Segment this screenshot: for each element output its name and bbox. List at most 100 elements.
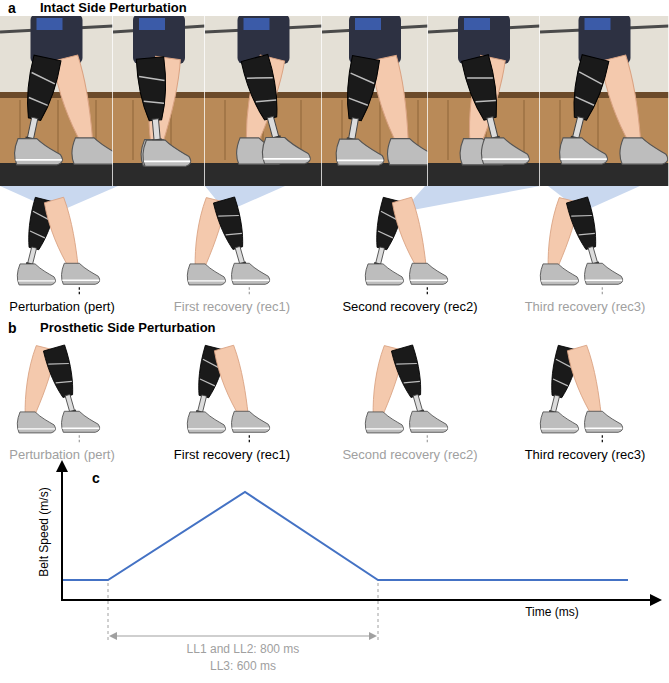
prosthetic-socket xyxy=(136,57,169,122)
shoe xyxy=(187,264,225,285)
intact-leg xyxy=(387,193,454,295)
axis-label: Belt Speed (m/s) xyxy=(38,487,52,576)
shoe xyxy=(17,412,55,433)
prosthetic-leg xyxy=(209,193,276,295)
photo-frame xyxy=(205,16,322,186)
socket-strap xyxy=(247,72,279,106)
shoe-body xyxy=(585,411,623,432)
panel-letter: c xyxy=(92,470,100,486)
shoe-sole xyxy=(366,428,403,429)
shoe-sole xyxy=(232,428,269,429)
shoe-body xyxy=(62,263,100,284)
shoe xyxy=(410,263,448,284)
counter xyxy=(322,92,428,98)
shoe-body xyxy=(187,264,225,285)
shoe xyxy=(62,263,100,284)
shoe xyxy=(365,412,403,433)
gait-icon xyxy=(535,341,628,445)
shoe-sole xyxy=(585,428,622,429)
shoe-sole xyxy=(16,159,62,161)
intact-leg xyxy=(455,55,529,175)
cabinet-seam xyxy=(58,100,59,160)
shank xyxy=(391,197,431,270)
duration-guide xyxy=(378,583,379,642)
shoe xyxy=(540,412,578,433)
contact-marker xyxy=(79,435,80,444)
shoe-sole xyxy=(561,158,607,160)
prosthetic-socket xyxy=(21,55,61,122)
harness xyxy=(37,18,63,30)
shoe xyxy=(620,138,668,164)
shoe-sole xyxy=(541,280,578,281)
pylon xyxy=(152,119,160,142)
shoe xyxy=(481,138,529,164)
prosthetic-leg xyxy=(456,50,535,175)
x-axis xyxy=(61,599,652,601)
shoe xyxy=(62,411,100,432)
phase-label: Perturbation (pert) xyxy=(9,300,115,315)
shoe xyxy=(187,412,225,433)
shoe-sole xyxy=(337,160,383,162)
shoe xyxy=(387,139,428,165)
duration-label: LL3: 600 ms xyxy=(210,660,276,674)
duration-label: LL1 and LL2: 800 ms xyxy=(187,643,300,657)
frame-pointer xyxy=(402,186,540,212)
shoe-body xyxy=(143,140,191,166)
counter xyxy=(0,92,113,98)
shoe-sole xyxy=(585,280,622,281)
shoe xyxy=(232,263,270,284)
shoe-body xyxy=(232,411,270,432)
contact-marker xyxy=(602,435,603,444)
shoe-body xyxy=(560,138,608,164)
shoe-body xyxy=(336,139,384,165)
shoe-sole xyxy=(62,428,99,429)
duration-arrowhead xyxy=(109,632,117,640)
shoe-body xyxy=(410,263,448,284)
shoe-body xyxy=(17,264,55,285)
shoe-sole xyxy=(263,158,309,160)
y-axis xyxy=(61,470,63,601)
duration-arrowhead xyxy=(369,632,377,640)
socket-strap xyxy=(572,72,603,106)
shoe-sole xyxy=(188,428,225,429)
prosthetic-socket xyxy=(567,55,609,122)
frame-divider xyxy=(668,16,669,186)
prosthetic-leg xyxy=(332,55,402,173)
contact-marker xyxy=(79,287,80,296)
prosthetic-leg xyxy=(387,341,454,443)
prosthetic-socket xyxy=(43,345,78,399)
socket-strap xyxy=(571,211,597,239)
photo-frame xyxy=(113,16,205,186)
socket-strap xyxy=(467,72,498,106)
shoe xyxy=(585,263,623,284)
shank xyxy=(566,345,606,418)
prosthetic-leg xyxy=(9,55,83,175)
shank xyxy=(43,197,83,270)
prosthetic-socket xyxy=(566,197,601,251)
shoe-sole xyxy=(541,428,578,429)
treadmill-belt xyxy=(205,163,322,186)
socket-strap xyxy=(346,73,376,106)
shoe-body xyxy=(540,264,578,285)
prosthetic-socket xyxy=(213,197,248,251)
prosthetic-leg xyxy=(235,49,316,175)
prosthetic-leg xyxy=(134,55,193,170)
belt-speed-chart xyxy=(56,460,662,642)
photo-frame xyxy=(322,16,428,186)
shoe xyxy=(262,138,310,164)
harness xyxy=(244,18,270,30)
shoe xyxy=(410,411,448,432)
shoe-body xyxy=(365,264,403,285)
shoe-body xyxy=(72,138,113,164)
counter xyxy=(540,92,669,98)
intact-leg xyxy=(209,341,276,443)
shank xyxy=(213,345,253,418)
prosthetic-socket xyxy=(241,54,284,122)
photo-frame xyxy=(0,16,113,186)
prosthetic-leg xyxy=(553,54,631,175)
contact-marker xyxy=(427,287,428,296)
harness xyxy=(139,18,165,30)
shoe-body xyxy=(262,138,310,164)
